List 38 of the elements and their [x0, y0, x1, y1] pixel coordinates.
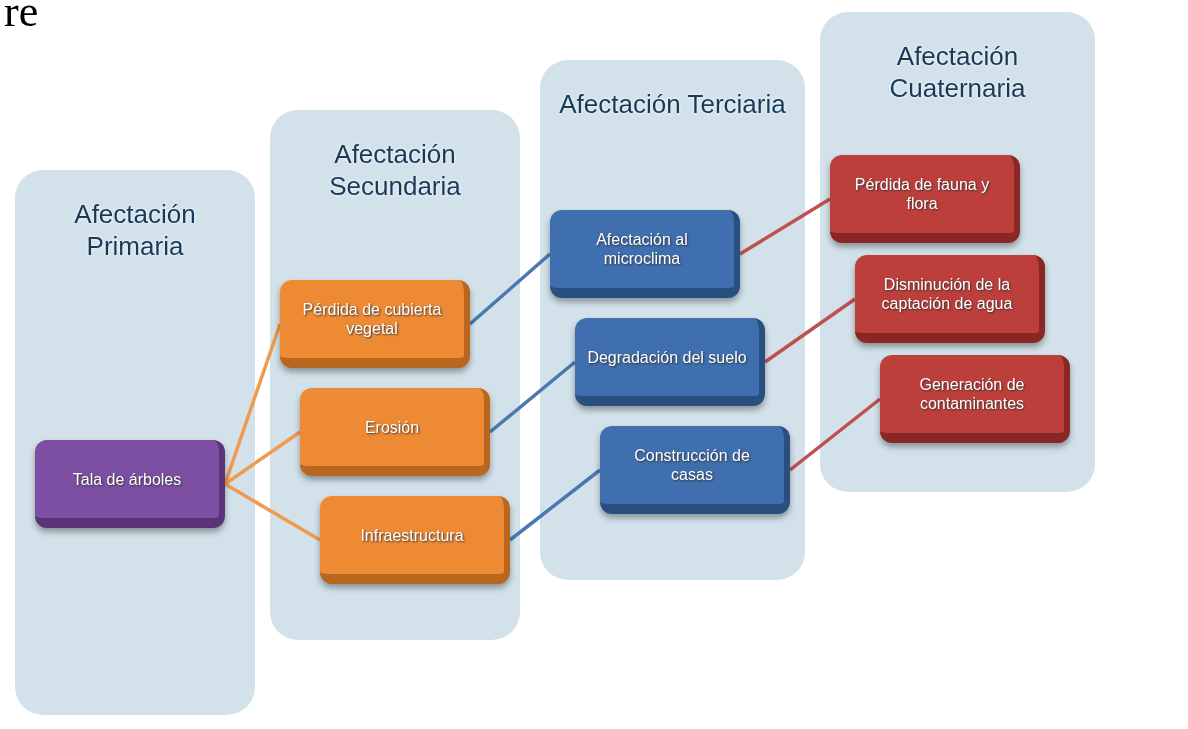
connector-line — [223, 323, 282, 485]
connector-line — [224, 430, 301, 486]
box-label: Pérdida de cubierta vegetal — [301, 300, 443, 338]
box-label: Degradación del suelo — [587, 347, 747, 367]
box-label: Pérdida de fauna y flora — [853, 175, 991, 213]
column-band — [270, 110, 520, 640]
process-box — [855, 255, 1045, 343]
box-label: Disminución de la captación de agua — [880, 275, 1014, 313]
connector-line — [739, 197, 831, 256]
box-label: Afectación al microclima — [595, 230, 689, 268]
process-box — [35, 440, 225, 528]
connector-line — [788, 397, 882, 472]
connector-line — [508, 468, 602, 542]
process-box — [550, 210, 740, 298]
process-box — [300, 388, 490, 476]
process-box — [880, 355, 1070, 443]
connector-line — [468, 252, 552, 326]
connector-line — [764, 297, 856, 364]
process-box — [575, 318, 765, 406]
column-heading: Afectación Primaria — [73, 198, 197, 262]
process-box — [320, 496, 510, 584]
column-heading: Afectación Secundaria — [328, 138, 462, 202]
process-box — [280, 280, 470, 368]
column-band — [15, 170, 255, 715]
box-label: Erosión — [364, 417, 420, 437]
column-heading: Afectación Terciaria — [558, 88, 787, 120]
box-label: Tala de árboles — [72, 469, 182, 489]
box-label: Construcción de casas — [633, 446, 751, 484]
column-heading: Afectación Cuaternaria — [888, 40, 1027, 104]
connector-line — [224, 482, 321, 542]
box-label: Infraestructura — [360, 525, 464, 545]
process-box — [600, 426, 790, 514]
connector-line — [488, 360, 577, 434]
process-box — [830, 155, 1020, 243]
text-fragment: re — [4, 0, 39, 38]
column-band — [540, 60, 805, 580]
column-band — [820, 12, 1095, 492]
box-label: Generación de contaminantes — [918, 375, 1026, 413]
